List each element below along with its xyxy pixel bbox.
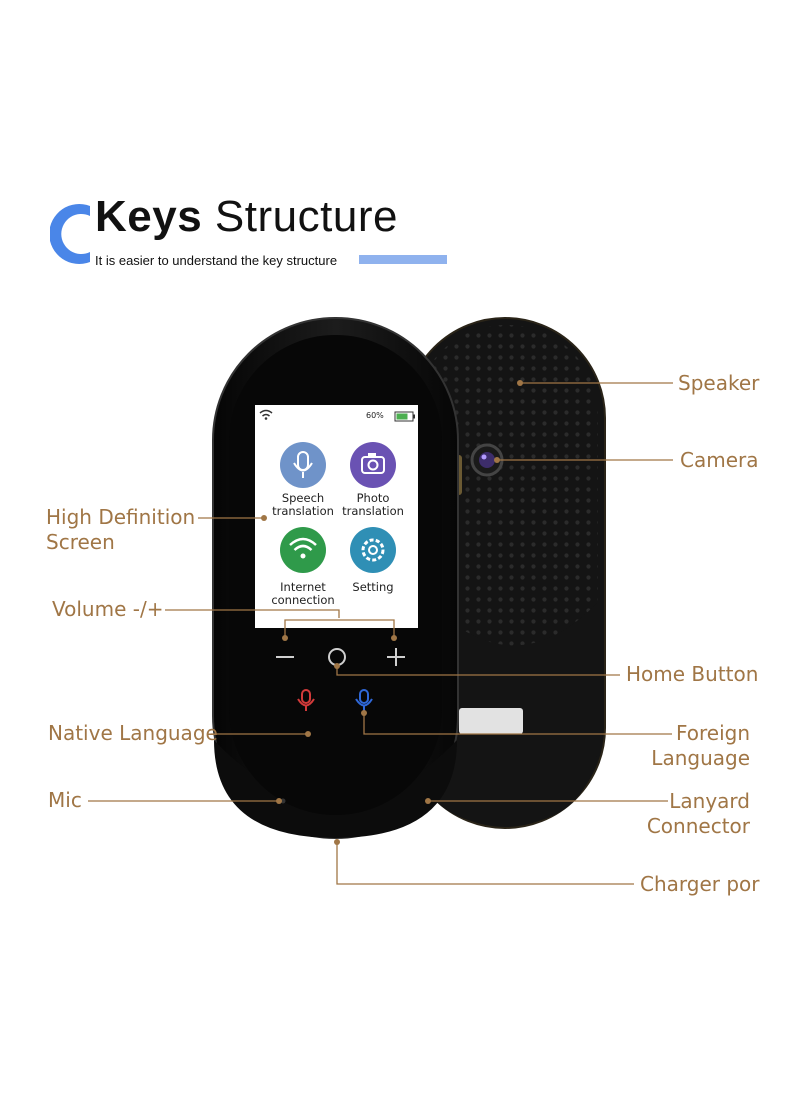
label-foreign-language: Foreign Language bbox=[620, 721, 750, 771]
label-native-language: Native Language bbox=[48, 721, 218, 745]
label-camera: Camera bbox=[680, 448, 759, 472]
gear-app-icon bbox=[350, 527, 396, 573]
label-home-button: Home Button bbox=[626, 662, 759, 686]
front-device bbox=[212, 317, 459, 839]
logo-c-mark bbox=[50, 204, 90, 264]
title-bold: Keys bbox=[95, 192, 203, 241]
app-label-line: connection bbox=[271, 593, 335, 607]
battery-percent: 60% bbox=[366, 411, 384, 420]
label-line: Lanyard bbox=[669, 789, 750, 813]
label-line: Connector bbox=[646, 814, 750, 838]
label-line: Screen bbox=[46, 530, 115, 554]
label-hd-screen: High Definition Screen bbox=[46, 505, 195, 555]
page-subtitle: It is easier to understand the key struc… bbox=[95, 253, 338, 268]
app-label-photo[interactable]: Photo translation bbox=[338, 492, 408, 518]
wifi-app-icon bbox=[280, 527, 326, 573]
app-label-line: Setting bbox=[352, 580, 394, 594]
title-rest: Structure bbox=[214, 192, 398, 241]
label-charger-port: Charger por bbox=[640, 872, 760, 896]
callout-lines bbox=[88, 382, 673, 885]
label-line: High Definition bbox=[46, 505, 196, 529]
app-label-internet[interactable]: Internet connection bbox=[266, 581, 340, 607]
label-speaker: Speaker bbox=[678, 371, 760, 395]
app-label-line: Internet bbox=[280, 580, 326, 594]
label-line: Language bbox=[651, 746, 750, 770]
app-label-line: translation bbox=[272, 504, 334, 518]
subtitle-bar bbox=[359, 255, 447, 264]
mic-hole bbox=[280, 798, 286, 804]
page-title: Keys Structure bbox=[95, 192, 398, 242]
label-lanyard-connector: Lanyard Connector bbox=[620, 789, 750, 839]
label-mic: Mic bbox=[48, 788, 82, 812]
label-volume: Volume -/+ bbox=[52, 597, 164, 621]
callout-dots bbox=[261, 380, 523, 845]
mic-app-icon bbox=[280, 442, 326, 488]
app-label-line: Photo bbox=[356, 491, 390, 505]
app-label-line: Speech bbox=[281, 491, 325, 505]
app-label-speech[interactable]: Speech translation bbox=[268, 492, 338, 518]
app-label-line: translation bbox=[342, 504, 404, 518]
app-label-setting[interactable]: Setting bbox=[338, 581, 408, 594]
wifi-status-icon bbox=[259, 409, 273, 420]
label-line: Foreign bbox=[675, 721, 750, 745]
native-mic-icon bbox=[297, 689, 315, 711]
battery-icon bbox=[394, 411, 415, 422]
camera-app-icon bbox=[350, 442, 396, 488]
